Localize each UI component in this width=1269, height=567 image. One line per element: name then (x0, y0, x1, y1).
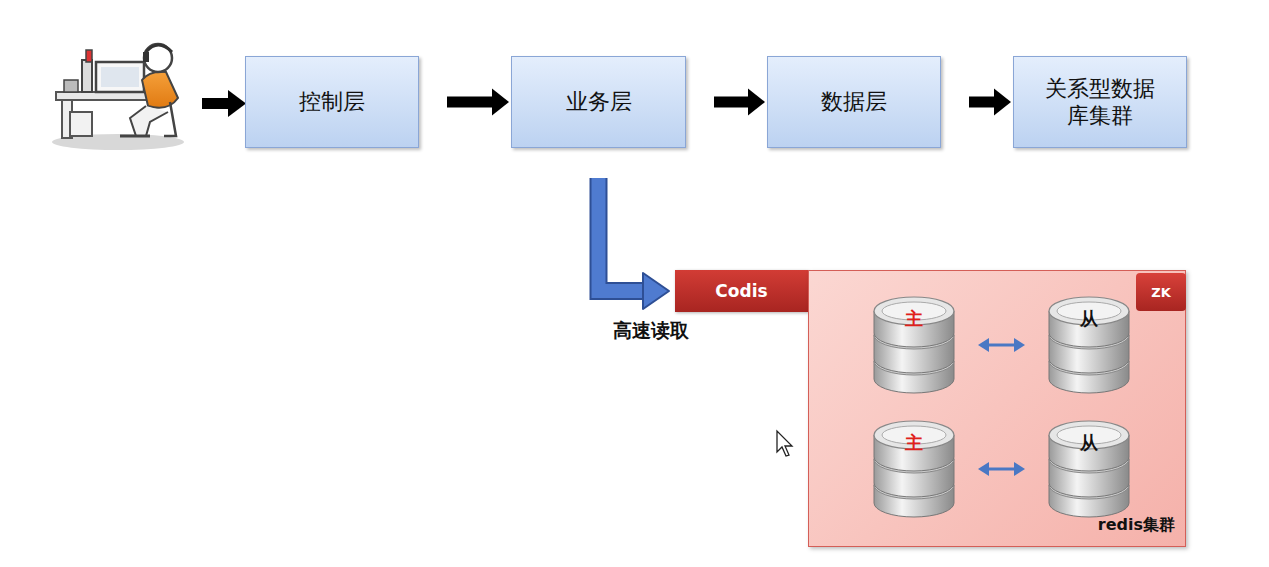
arrow-head (978, 338, 989, 352)
node-label: 从 (1047, 307, 1131, 331)
node-label: 数据层 (821, 88, 887, 116)
cluster-title: redis集群 (1098, 515, 1175, 536)
node-label: ZK (1151, 285, 1171, 300)
database-cylinder: 主 (872, 295, 956, 395)
connector-line (988, 468, 1015, 471)
user-to-control-arrow (202, 90, 246, 117)
node-label: 控制层 (299, 88, 365, 116)
node-label: 关系型数据库集群 (1039, 75, 1161, 130)
connector-line (599, 178, 645, 291)
connector (978, 462, 1025, 476)
database-cylinder: 主 (872, 419, 956, 519)
mouse-cursor (777, 431, 792, 456)
connector-line (714, 97, 749, 108)
node-label: 主 (872, 307, 956, 331)
node-label: 主 (872, 431, 956, 455)
connector (714, 89, 765, 116)
connector (978, 338, 1025, 352)
arrow-head (492, 89, 509, 116)
process-box: 控制层 (245, 56, 419, 148)
node-label: Codis (715, 281, 767, 301)
connector (969, 89, 1011, 116)
inner-connector-layer (809, 271, 1187, 548)
zk-tag: ZK (1136, 273, 1186, 311)
user-at-desk-icon (52, 44, 184, 150)
database-cylinder: 从 (1047, 295, 1131, 395)
process-box: 关系型数据库集群 (1013, 56, 1187, 148)
arrow-head (1014, 338, 1025, 352)
cluster-region: redis集群ZK主从主从 (808, 270, 1186, 547)
connector-line (969, 97, 995, 108)
arrow-head (643, 273, 669, 309)
arrow-head (994, 89, 1011, 116)
arrow-head (1014, 462, 1025, 476)
database-cylinder: 从 (1047, 419, 1131, 519)
connector (599, 178, 670, 309)
node-label: 从 (1047, 431, 1131, 455)
connector-line (447, 97, 493, 108)
node-label: 业务层 (566, 88, 632, 116)
edge-label: 高速读取 (611, 318, 691, 344)
arrow-head (748, 89, 765, 116)
process-box: 数据层 (767, 56, 941, 148)
connector-outline (599, 178, 645, 291)
arrow-head (978, 462, 989, 476)
process-box: 业务层 (511, 56, 686, 148)
connector (447, 89, 509, 116)
proxy-bar: Codis (675, 270, 808, 312)
connector-line (988, 344, 1015, 347)
